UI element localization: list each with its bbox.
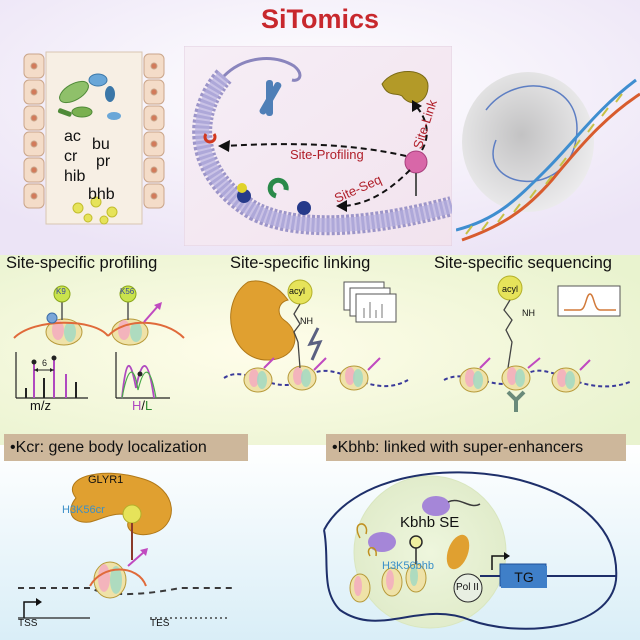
tg-label: TG xyxy=(501,566,547,588)
nucleosome-icon xyxy=(287,365,317,391)
chromatin-fiber-panel xyxy=(184,46,452,246)
ratio-label-l: L xyxy=(145,398,153,413)
spacing-label: 6 xyxy=(42,358,48,368)
profiling-illustration xyxy=(13,285,185,399)
protein-blob-1 xyxy=(368,532,396,552)
histone-tail xyxy=(143,305,159,323)
chromatin-loop xyxy=(323,471,618,630)
section-sequencing-title: Site-specific sequencing xyxy=(434,254,612,272)
kbhb-se-label: Kbhb SE xyxy=(400,514,460,531)
spectrum-axis-label: m/z xyxy=(30,398,51,413)
nucleosome-cluster xyxy=(349,563,427,603)
mass-spectrum-plot xyxy=(15,352,88,399)
nucleus-icon xyxy=(462,72,594,212)
lightning-icon xyxy=(307,327,323,361)
pol-ii-label: Pol II xyxy=(456,582,479,593)
site-ball-k9 xyxy=(53,285,71,303)
linking-nh-label: NH xyxy=(300,316,313,326)
glyr1-label: GLYR1 xyxy=(88,474,124,486)
acyl-mark-pr: pr xyxy=(96,153,111,170)
intestine-illustration xyxy=(23,51,165,225)
linking-acyl-label: acyl xyxy=(289,286,306,296)
kbhb-illustration xyxy=(323,471,618,630)
tes-label: TES xyxy=(150,618,170,629)
metabolite-dots xyxy=(72,196,118,225)
nucleosome-icon xyxy=(459,367,489,393)
site-label-k9: K9 xyxy=(56,287,66,296)
data-pages-icon xyxy=(343,281,397,323)
nucleosome-icon xyxy=(107,318,185,346)
nucleosome-icon xyxy=(339,365,369,391)
nucleosome-icon xyxy=(89,561,147,599)
bacteria-icons xyxy=(57,73,121,120)
h3k56cr-label: H3K56cr xyxy=(62,504,105,516)
kbhb-banner: •Kbhb: linked with super-enhancers xyxy=(326,434,626,461)
acyl-mark-bhb: bhb xyxy=(88,186,115,203)
tg-arrow-icon xyxy=(491,555,506,570)
h3k56bhb-label: H3K56bhb xyxy=(382,560,434,572)
nucleosome-icon xyxy=(551,367,581,393)
glyr1-protein-icon xyxy=(70,472,172,536)
page-title: SiTomics xyxy=(260,4,380,34)
reader-protein-icon xyxy=(381,71,429,104)
epithelial-cells-left xyxy=(23,53,45,209)
site-label-k56: K56 xyxy=(120,287,135,296)
nucleus-dna-illustration xyxy=(456,72,640,242)
dna-helix-icon xyxy=(456,78,640,242)
kcr-banner: •Kcr: gene body localization xyxy=(4,434,248,461)
pol-ii-icon xyxy=(453,573,483,603)
kcr-illustration xyxy=(18,472,232,619)
sequencing-acyl-label: acyl xyxy=(502,284,519,294)
reader-protein-icon xyxy=(230,280,296,361)
site-link-arrow xyxy=(415,105,428,151)
epithelial-cells-right xyxy=(143,53,165,209)
nucleosome-icon xyxy=(13,318,109,346)
site-ball-icon xyxy=(404,150,428,174)
chromosome-icon xyxy=(259,80,282,116)
peak-plot-icon xyxy=(557,285,621,317)
nucleosome-icon xyxy=(501,365,531,391)
acyl-mark-cr: cr xyxy=(64,148,78,165)
acyl-mark-ac: ac xyxy=(64,128,81,145)
acyl-mark-hib: hib xyxy=(64,168,86,185)
acyl-marker-red xyxy=(203,133,217,144)
acyl-mark-bu: bu xyxy=(92,136,110,153)
linking-illustration xyxy=(223,279,409,393)
site-seq-arrow xyxy=(343,169,411,207)
ratio-label: H/L xyxy=(132,398,152,413)
tss-label: TSS xyxy=(18,618,38,629)
tss-arrow-icon xyxy=(23,601,38,618)
ratio-label-h: H xyxy=(132,398,142,413)
nucleosome-icon xyxy=(243,367,273,393)
sequencing-nh-label: NH xyxy=(522,308,535,318)
ratio-plot xyxy=(115,352,170,399)
section-profiling-title: Site-specific profiling xyxy=(6,254,158,272)
ratio-label-slash: / xyxy=(141,398,146,413)
site-ball-k56 xyxy=(119,285,137,303)
section-linking-title: Site-specific linking xyxy=(230,254,371,272)
antibody-icon xyxy=(506,390,526,412)
dna-strand xyxy=(222,57,302,82)
site-profiling-label: Site-Profiling xyxy=(290,147,364,162)
sequencing-illustration xyxy=(443,275,631,412)
site-profiling-arrow xyxy=(223,143,407,157)
